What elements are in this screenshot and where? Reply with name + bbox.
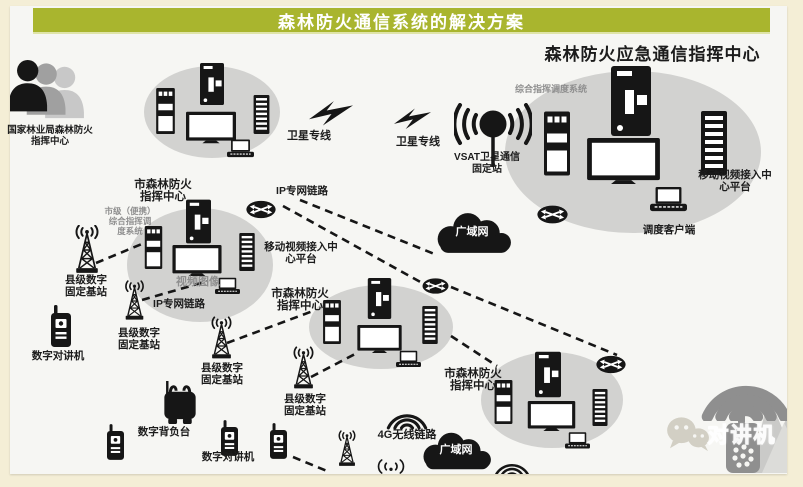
rack-icon: [253, 95, 270, 134]
walkie-talkie-icon: [270, 423, 287, 459]
dashed-link: [292, 455, 328, 473]
walkie-talkie-icon: [221, 420, 238, 456]
server-cabinet-icon: [367, 278, 392, 319]
dashed-link: [95, 239, 150, 265]
lightning-bolt-icon: [394, 108, 431, 130]
router-icon: [537, 205, 568, 224]
base-station-tower-icon: [75, 225, 99, 274]
monitor-icon: [527, 401, 576, 431]
monitor-icon: [186, 111, 236, 144]
dashed-link: [141, 279, 209, 302]
mountain-shape: [762, 423, 787, 473]
router-icon: [596, 355, 626, 374]
walkie-talkie-icon: [107, 424, 124, 460]
server-tower-icon: [494, 380, 513, 424]
monitor-icon: [172, 245, 222, 276]
base-station-tower-icon: [338, 430, 356, 467]
server-tower-icon: [544, 111, 570, 176]
server-tower-icon: [144, 226, 163, 269]
dashed-links: [95, 198, 618, 473]
dashed-link: [299, 198, 438, 257]
server-cabinet-icon: [186, 199, 211, 244]
dashed-link: [450, 285, 618, 357]
monitor-icon: [587, 138, 660, 184]
dashed-link: [226, 309, 314, 345]
rack-icon: [239, 233, 255, 271]
server-cabinet-icon: [535, 351, 561, 398]
small-signal-icon: [377, 459, 405, 474]
diagram-graphics: [10, 60, 787, 474]
dashed-link: [282, 204, 425, 286]
laptop-icon: [565, 431, 590, 450]
manpack-radio-icon: [162, 381, 198, 426]
server-tower-icon: [323, 300, 341, 344]
diagram-canvas: [10, 6, 787, 474]
wechat-logo-icon: [667, 417, 709, 452]
wireless-signal-icon: [386, 414, 428, 430]
person-group-icon: [10, 60, 84, 119]
laptop-icon: [396, 350, 421, 368]
router-icon: [246, 200, 276, 219]
router-icon: [422, 278, 449, 294]
lightning-bolt-icon: [309, 101, 353, 126]
wan-cloud-icon: [437, 213, 511, 253]
laptop-icon: [215, 277, 240, 295]
title-bar: 森林防火通信系统的解决方案: [33, 8, 770, 34]
rack-icon: [422, 306, 438, 344]
page-title: 森林防火通信系统的解决方案: [278, 12, 525, 32]
dashed-link: [310, 351, 358, 379]
dashed-link: [450, 334, 498, 368]
wifi-signal-icon: [707, 392, 784, 417]
wireless-signal-icon: [494, 463, 530, 474]
rack-icon: [701, 111, 727, 175]
server-cabinet-icon: [200, 63, 224, 105]
server-cabinet-icon: [611, 66, 651, 136]
rack-icon: [592, 389, 608, 426]
walkie-talkie-icon: [51, 305, 71, 347]
base-station-tower-icon: [211, 316, 232, 360]
monitor-icon: [357, 325, 402, 353]
server-tower-icon: [156, 88, 175, 134]
base-station-tower-icon: [293, 346, 314, 390]
wan-cloud-icon: [423, 432, 491, 470]
laptop-icon: [227, 139, 254, 158]
city3-equipment-ellipse: [481, 352, 623, 448]
